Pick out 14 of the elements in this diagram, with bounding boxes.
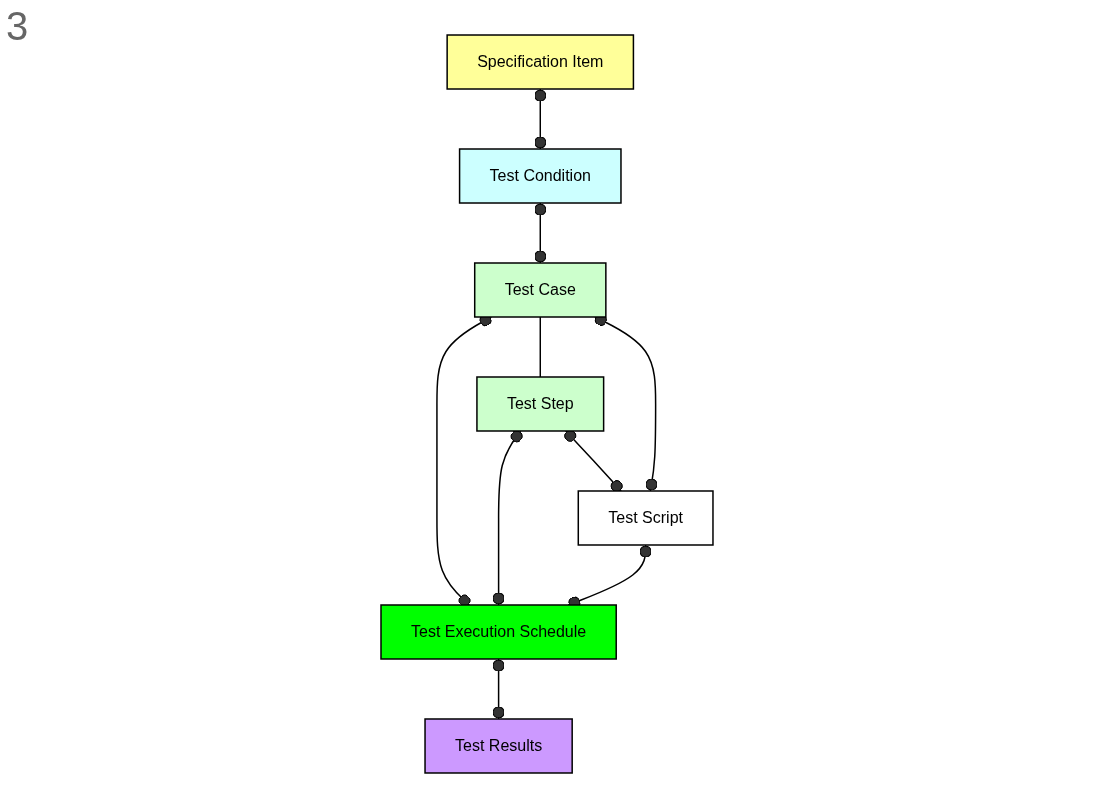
connector — [492, 429, 523, 606]
node-box: Test Execution Schedule — [380, 603, 617, 660]
connector — [539, 315, 542, 378]
node-box: Test Script — [577, 489, 714, 546]
connector — [564, 429, 623, 492]
node-box: Specification Item — [446, 33, 635, 90]
node-box: Test Case — [474, 261, 607, 318]
connector — [492, 657, 505, 720]
node-box: Test Step — [476, 375, 605, 432]
node-box: Test Results — [424, 717, 573, 774]
node-box: Test Condition — [458, 147, 622, 204]
connector — [534, 87, 547, 150]
figure-number: 3 — [6, 4, 29, 48]
connector — [534, 201, 547, 264]
